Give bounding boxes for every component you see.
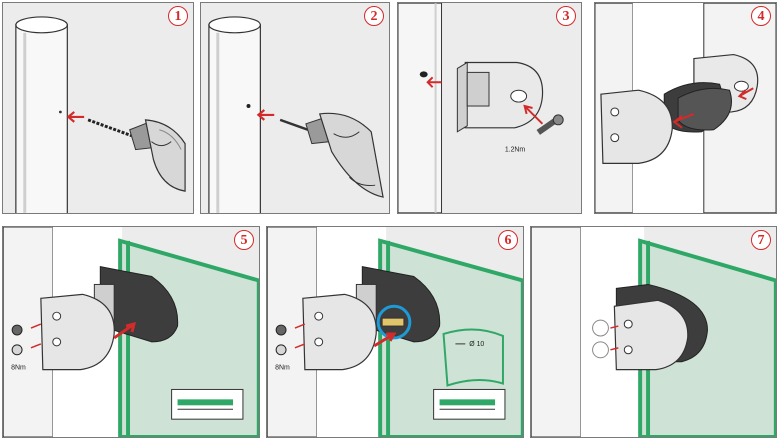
direction-arrow	[113, 322, 137, 340]
direction-arrow	[523, 104, 544, 125]
step-6-illustration: 8Nm Ø 10	[267, 227, 523, 437]
drill-icon	[87, 118, 186, 192]
assembled-clamp	[613, 283, 708, 371]
glass-hole-detail: Ø 10	[442, 328, 504, 387]
clamp-cover	[302, 293, 377, 371]
safety-pin	[381, 317, 405, 327]
step-number: 2	[364, 6, 384, 26]
step-2-illustration	[208, 16, 384, 213]
step-7-panel: 7	[530, 226, 777, 438]
torque-label: 8Nm	[11, 365, 26, 372]
post-surface	[398, 3, 443, 213]
torque-label: 1.2Nm	[505, 147, 526, 154]
pin-highlight	[376, 304, 412, 340]
detail-inset	[171, 388, 244, 420]
clamp-cover	[600, 89, 673, 164]
cover-caps	[592, 319, 619, 359]
step-4-illustration	[595, 3, 776, 213]
direction-arrow	[737, 87, 754, 101]
step-1-illustration	[15, 16, 186, 213]
direction-arrow	[66, 111, 85, 123]
step-5-panel: 8Nm 5	[2, 226, 260, 438]
direction-arrow	[426, 76, 442, 88]
step-2-panel: 2	[200, 2, 390, 214]
step-6-panel: 8Nm Ø 10 6	[266, 226, 524, 438]
step-number: 7	[751, 230, 771, 250]
screw-icons	[275, 323, 306, 356]
screw-icon	[536, 114, 564, 135]
direction-arrow	[256, 109, 275, 121]
drilled-hole	[246, 104, 251, 108]
direction-arrow	[373, 332, 397, 348]
detail-inset	[433, 388, 506, 420]
direction-arrow	[672, 113, 695, 129]
post-surface	[531, 227, 582, 437]
step-4-panel: 4	[594, 2, 777, 214]
round-post	[15, 16, 68, 213]
hole-diameter-label: Ø 10	[469, 341, 484, 348]
step-number: 1	[168, 6, 188, 26]
step-number: 5	[234, 230, 254, 250]
step-3-illustration: 1.2Nm	[398, 3, 564, 213]
screw-icons	[11, 323, 42, 356]
tap-driver-icon	[279, 112, 384, 198]
step-number: 4	[751, 6, 771, 26]
step-3-panel: 1.2Nm 3	[397, 2, 582, 214]
step-number: 6	[498, 230, 518, 250]
back-plate	[456, 61, 544, 133]
step-5-illustration: 8Nm	[3, 227, 259, 437]
post-hole	[419, 71, 428, 78]
step-1-panel: 1	[2, 2, 194, 214]
clamp-cover	[40, 293, 115, 371]
step-7-illustration	[531, 227, 776, 437]
round-post	[208, 16, 261, 213]
drill-mark	[59, 110, 62, 114]
step-number: 3	[556, 6, 576, 26]
torque-label: 8Nm	[275, 365, 290, 372]
